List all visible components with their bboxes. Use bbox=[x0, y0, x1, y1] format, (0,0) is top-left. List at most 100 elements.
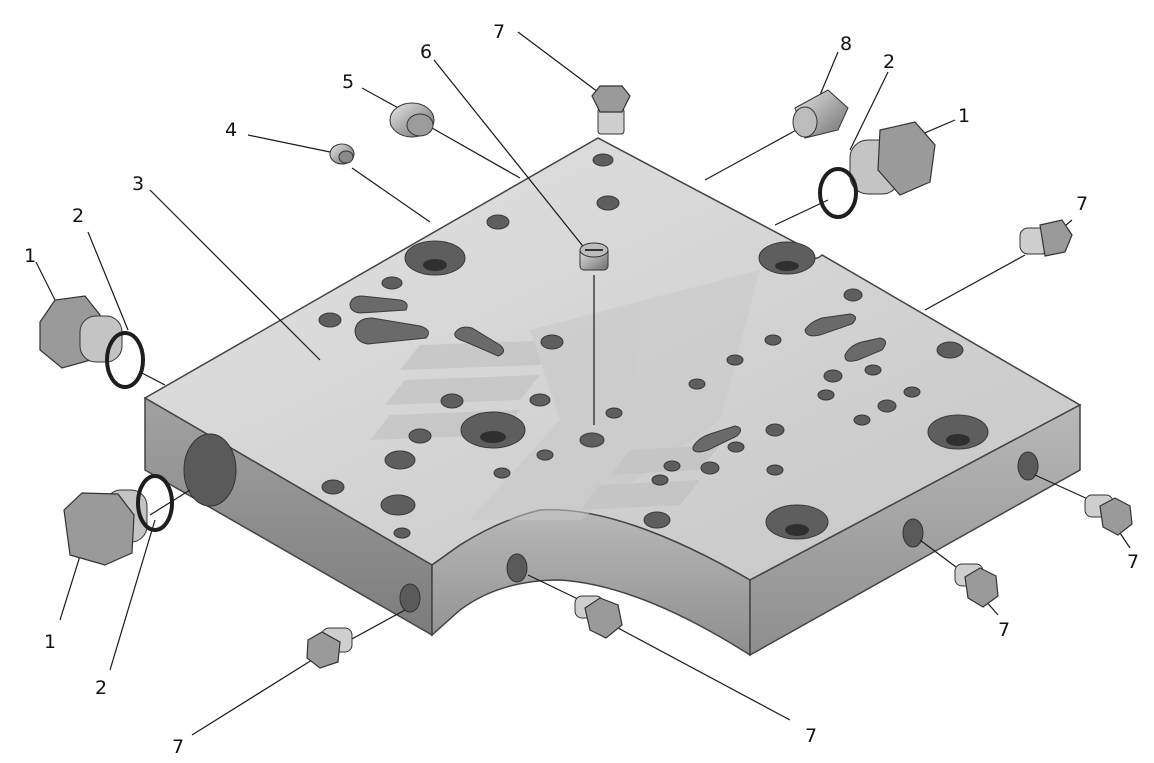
plug-4 bbox=[329, 143, 355, 165]
hole-bore bbox=[423, 259, 447, 271]
callout-1-lower-left: 1 bbox=[44, 631, 56, 653]
hole bbox=[404, 240, 466, 276]
slot bbox=[844, 337, 886, 362]
hole bbox=[688, 378, 706, 390]
callout-7-lower-middle: 7 bbox=[805, 725, 817, 747]
hole bbox=[758, 241, 816, 275]
callout-7-right-upper: 7 bbox=[1076, 193, 1088, 215]
leader-line bbox=[247, 134, 331, 153]
hole bbox=[877, 399, 897, 413]
bolt-head bbox=[1099, 497, 1133, 536]
hole bbox=[440, 393, 464, 409]
hole bbox=[486, 214, 510, 230]
bolt-lower-right bbox=[954, 563, 999, 608]
slot bbox=[354, 317, 429, 345]
bolt-lower-left bbox=[306, 627, 353, 669]
hole bbox=[384, 450, 416, 470]
hole-bore bbox=[946, 434, 970, 446]
hole bbox=[596, 195, 620, 211]
plug-thread bbox=[79, 315, 123, 363]
leader-line bbox=[109, 519, 156, 671]
hole bbox=[460, 411, 526, 449]
o-ring-upper-right bbox=[818, 167, 858, 219]
hole bbox=[765, 504, 829, 540]
hole bbox=[318, 312, 342, 328]
leader-line bbox=[87, 231, 129, 331]
bolt-head bbox=[1039, 219, 1073, 257]
bolt-far-right bbox=[1084, 494, 1133, 536]
hole bbox=[843, 288, 863, 302]
leader-line bbox=[361, 87, 403, 111]
side-port bbox=[506, 553, 528, 583]
leader-line bbox=[139, 371, 166, 386]
bolt-lower-middle bbox=[574, 595, 623, 639]
plug-1-lower-left bbox=[63, 489, 148, 566]
leader-line bbox=[1034, 474, 1091, 501]
hole bbox=[605, 407, 623, 419]
callout-1-left: 1 bbox=[24, 245, 36, 267]
hole bbox=[321, 479, 345, 495]
hole bbox=[381, 276, 403, 290]
hole bbox=[864, 364, 882, 376]
hole bbox=[540, 334, 564, 350]
callout-5: 5 bbox=[342, 71, 354, 93]
plate-slots bbox=[349, 295, 886, 453]
hole bbox=[727, 441, 745, 453]
hole bbox=[700, 461, 720, 475]
callout-7-lower-right: 7 bbox=[998, 619, 1010, 641]
leader-line bbox=[433, 59, 591, 256]
leader-line bbox=[924, 254, 1026, 311]
callout-2-left: 2 bbox=[72, 205, 84, 227]
plug-1-upper-right bbox=[849, 121, 936, 196]
hole bbox=[643, 511, 671, 529]
plug-1-left bbox=[39, 295, 123, 369]
bolt-head bbox=[306, 631, 341, 669]
leader-line bbox=[517, 31, 599, 93]
leader-line bbox=[149, 189, 321, 361]
bolt-head bbox=[964, 567, 999, 608]
leader-line bbox=[35, 261, 56, 301]
hole bbox=[536, 449, 554, 461]
plug-8 bbox=[792, 89, 849, 139]
leader-line bbox=[351, 167, 431, 223]
slotted-screw bbox=[579, 242, 609, 271]
side-port bbox=[902, 518, 924, 548]
hole-bore bbox=[785, 524, 809, 536]
plug-5 bbox=[389, 102, 435, 138]
bolt-head bbox=[591, 85, 631, 113]
o-ring-lower-left bbox=[136, 474, 174, 532]
callout-4: 4 bbox=[225, 119, 237, 141]
plug-face bbox=[406, 113, 434, 137]
callout-6: 6 bbox=[420, 41, 432, 63]
hole bbox=[903, 386, 921, 398]
plug-hex-head bbox=[63, 492, 135, 566]
bolt-top bbox=[591, 85, 631, 135]
leader-line bbox=[819, 51, 839, 96]
slot bbox=[349, 295, 408, 314]
plug-face bbox=[792, 106, 818, 138]
bolt-right-upper bbox=[1019, 219, 1073, 257]
plug-hex-head bbox=[877, 121, 936, 196]
hole bbox=[764, 334, 782, 346]
hole bbox=[853, 414, 871, 426]
leader-line bbox=[919, 539, 961, 571]
hole bbox=[529, 393, 551, 407]
slot bbox=[454, 326, 504, 357]
leader-line bbox=[191, 659, 313, 736]
slot bbox=[692, 425, 741, 453]
hole bbox=[651, 474, 669, 486]
leader-line bbox=[774, 199, 829, 226]
hole bbox=[726, 354, 744, 366]
hole bbox=[592, 153, 614, 167]
hole-bore bbox=[775, 261, 799, 271]
bolt-head bbox=[584, 597, 623, 639]
leader-line bbox=[704, 127, 801, 181]
leader-line bbox=[431, 127, 521, 179]
callout-7-far-right: 7 bbox=[1127, 551, 1139, 573]
plug-face bbox=[338, 150, 354, 164]
callout-7-top: 7 bbox=[493, 21, 505, 43]
side-port bbox=[399, 583, 421, 613]
side-port bbox=[1017, 451, 1039, 481]
